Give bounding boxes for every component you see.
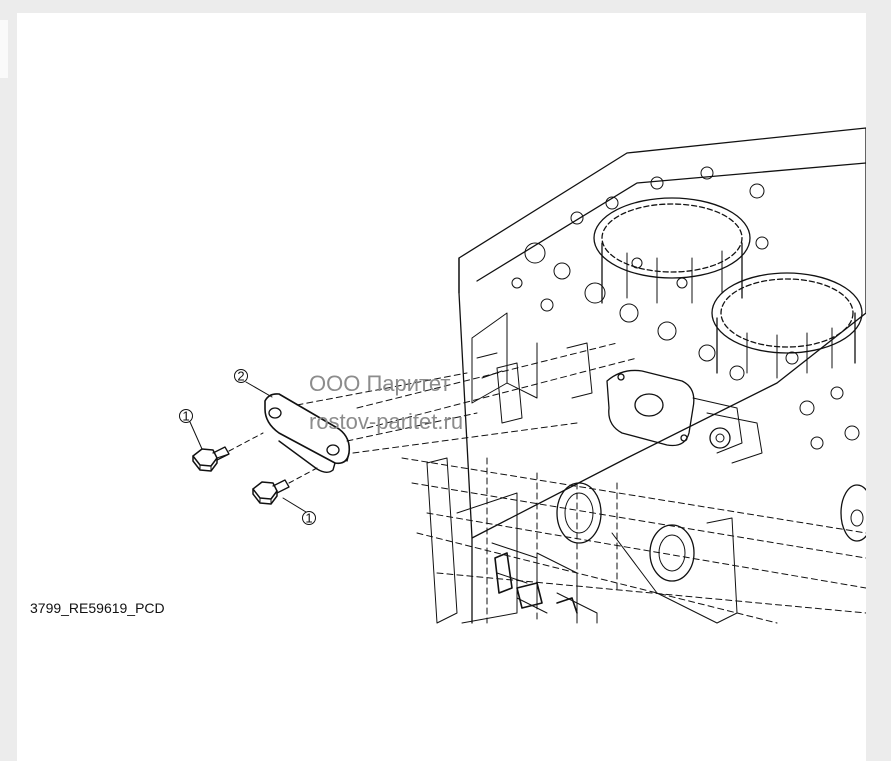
svg-text:2: 2	[237, 369, 244, 384]
watermark-website: rostov-paritet.ru	[309, 409, 464, 434]
callout-1-lower: 1	[282, 497, 316, 526]
callout-2: 2	[234, 369, 273, 398]
bolt-part-upper	[192, 432, 264, 472]
cover-plate-part	[264, 393, 351, 473]
exploded-view-drawing: 1 2 1	[179, 127, 866, 624]
figure-code: 3799_RE59619_PCD	[30, 600, 165, 616]
callout-1-upper: 1	[179, 409, 203, 450]
left-edge-strip	[0, 20, 8, 78]
bolt-part-lower	[252, 467, 318, 505]
engine-block	[356, 127, 866, 624]
watermark-company-name: ООО Паритет	[309, 371, 451, 396]
svg-text:1: 1	[305, 511, 312, 526]
drawing-sheet: 1 2 1 ООО Паритет rostov-paritet.ru 3799…	[17, 13, 866, 761]
svg-text:1: 1	[182, 409, 189, 424]
